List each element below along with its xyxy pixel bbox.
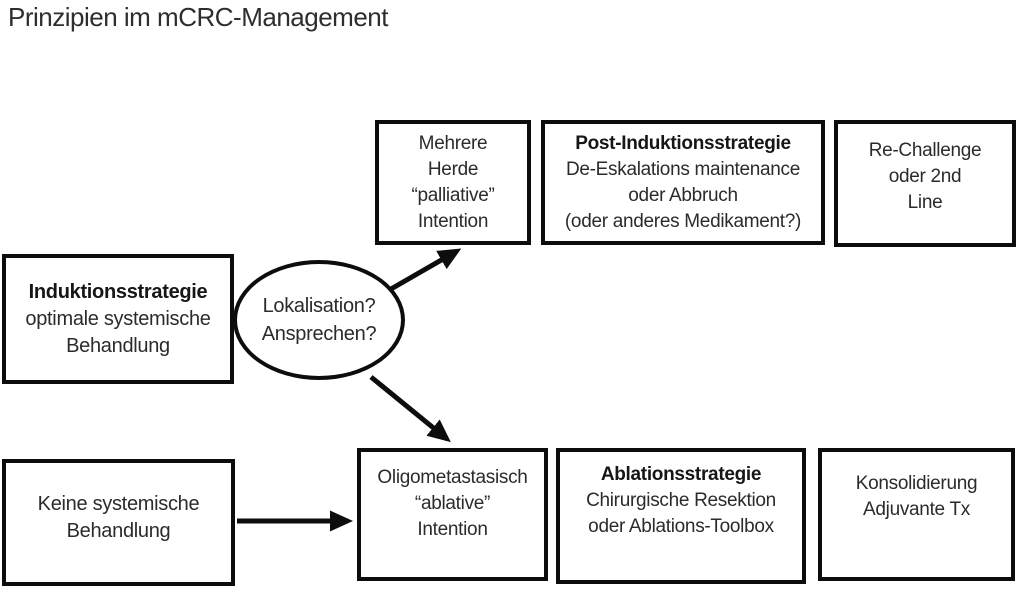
node-text-line: Line bbox=[907, 191, 943, 213]
node-text-line: Intention bbox=[417, 210, 489, 232]
node-text-line: Chirurgische Resektion bbox=[586, 490, 776, 511]
node-text-line: Induktionsstrategie bbox=[28, 280, 208, 303]
node-text-line: Ansprechen? bbox=[261, 323, 377, 345]
node-keine-behandlung: Keine systemische Behandlung bbox=[2, 459, 235, 586]
node-oligometastasisch: Oligometastasisch “ablative” Intention bbox=[357, 448, 548, 581]
node-post-induktionsstrategie: Post-Induktionsstrategie De-Eskalations … bbox=[541, 120, 825, 245]
node-decision-ellipse: Lokalisation? Ansprechen? bbox=[233, 260, 405, 380]
node-konsolidierung: Konsolidierung Adjuvante Tx bbox=[818, 448, 1015, 581]
node-text-line: Behandlung bbox=[66, 334, 170, 357]
node-text-line: oder 2nd bbox=[888, 165, 962, 187]
node-text-line: Keine systemische bbox=[37, 492, 200, 515]
node-text-line: Oligometastasisch bbox=[377, 466, 528, 488]
node-text-line: Post-Induktionsstrategie bbox=[575, 132, 791, 154]
node-text-line: Intention bbox=[417, 518, 488, 540]
node-text-line: Adjuvante Tx bbox=[863, 498, 970, 520]
node-text-line: optimale systemische bbox=[25, 307, 211, 330]
arrow-decision-to-ablative bbox=[369, 375, 451, 443]
node-text-line: oder Ablations-Toolbox bbox=[588, 516, 774, 537]
node-mehrere-herde: Mehrere Herde “palliative” Intention bbox=[375, 120, 531, 245]
node-text-line: “palliative” bbox=[411, 184, 495, 206]
node-text-line: (oder anderes Medikament?) bbox=[564, 210, 802, 232]
node-text-line: Behandlung bbox=[66, 519, 171, 542]
node-text-line: oder Abbruch bbox=[628, 184, 738, 206]
node-ablationsstrategie: Ablationsstrategie Chirurgische Resektio… bbox=[556, 448, 806, 584]
node-text-line: De-Eskalations maintenance bbox=[565, 158, 801, 180]
arrow-decision-to-palliative bbox=[389, 248, 462, 292]
node-text-line: Lokalisation? bbox=[262, 295, 376, 317]
node-induktionsstrategie: Induktionsstrategie optimale systemische… bbox=[2, 254, 234, 384]
node-text-line: Mehrere bbox=[418, 132, 488, 154]
node-text-line: Ablationsstrategie bbox=[600, 464, 762, 485]
node-re-challenge: Re-Challenge oder 2nd Line bbox=[834, 120, 1016, 247]
node-text-line: Konsolidierung bbox=[855, 472, 978, 494]
node-text-line: Re-Challenge bbox=[868, 139, 982, 161]
node-text-line: Herde bbox=[427, 158, 479, 180]
page-title: Prinzipien im mCRC-Management bbox=[8, 2, 388, 32]
node-text-line: “ablative” bbox=[414, 492, 491, 514]
